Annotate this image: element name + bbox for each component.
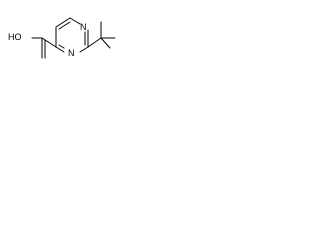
molecule-drawing: HO N N xyxy=(8,17,116,59)
nitrogen-upper-label: N xyxy=(80,22,87,32)
bond-c2-tbutyl xyxy=(87,37,102,48)
bond-c6-n1 xyxy=(69,17,81,25)
nitrogen-lower-label: N xyxy=(68,48,75,58)
bond-c5-c6 xyxy=(55,17,71,28)
bond-tbutyl-methyl-bottom xyxy=(100,37,111,49)
structure-canvas: HO N N xyxy=(0,0,120,69)
bond-c5-c6-double xyxy=(58,21,71,30)
bond-n3-c4-double xyxy=(58,44,65,49)
bond-n3-c4 xyxy=(55,46,65,53)
bond-c2-n3 xyxy=(79,46,89,53)
hydroxyl-label: HO xyxy=(8,32,22,42)
bond-c4-carboxyl xyxy=(41,37,57,48)
